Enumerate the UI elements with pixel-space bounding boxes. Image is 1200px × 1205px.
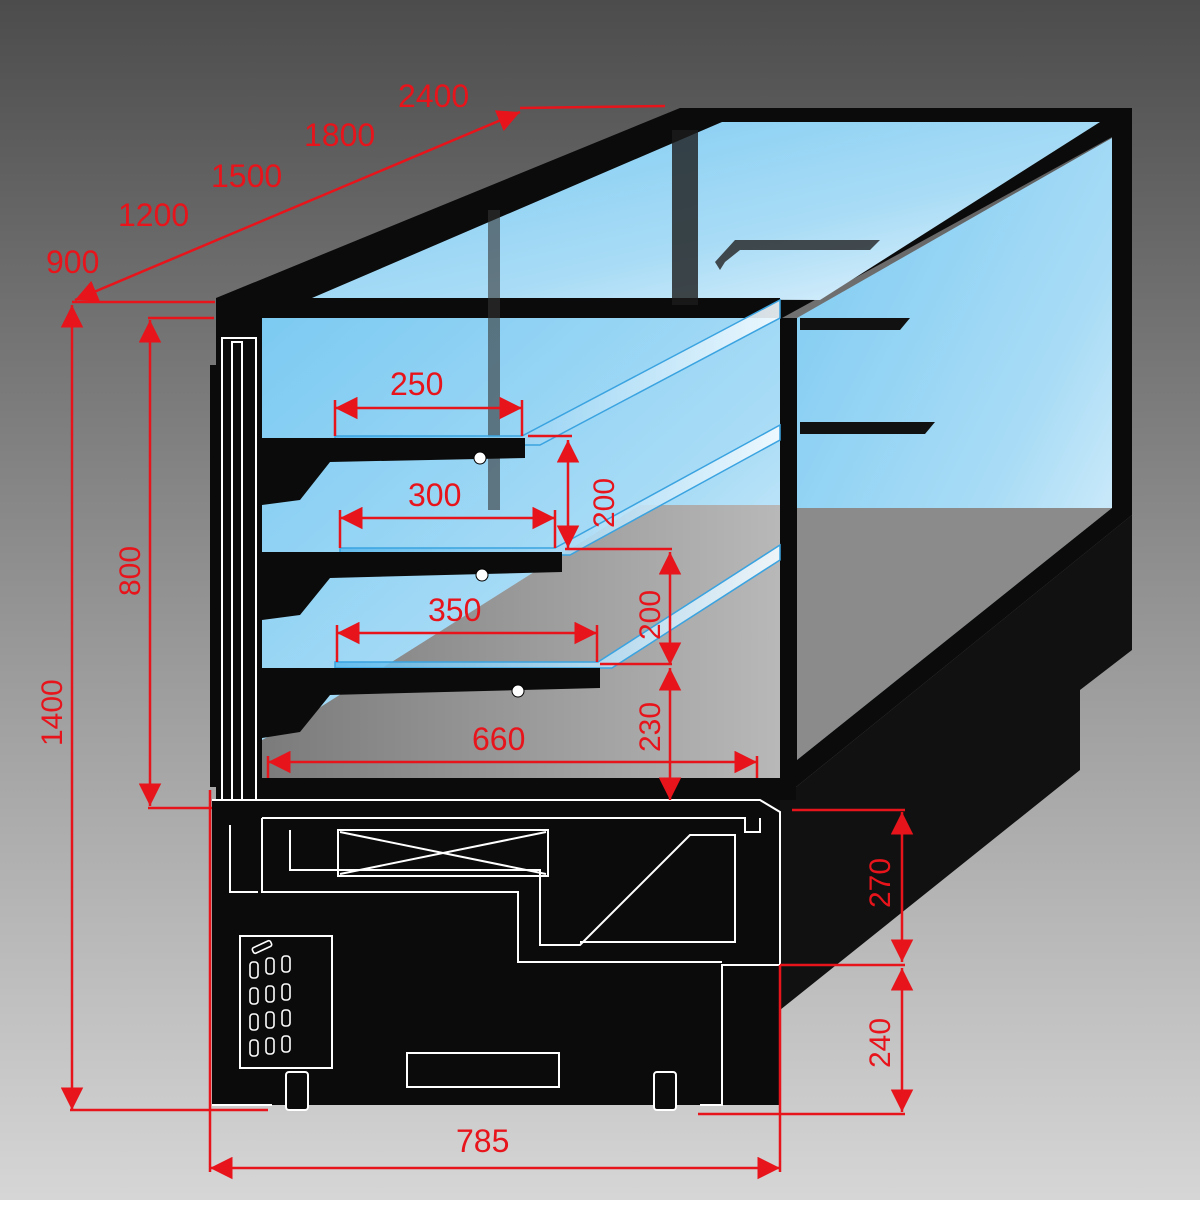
compartment-duct <box>261 818 722 963</box>
inner-depth-label: 660 <box>472 721 525 757</box>
feet <box>285 1071 677 1111</box>
compartment-upper-rim <box>262 817 761 833</box>
right-shelf-support-lower <box>800 422 935 434</box>
spacing-upper-label: 200 <box>588 478 621 528</box>
dimension-labels: 900 1200 1500 1800 2400 250 300 350 660 … <box>36 78 897 1159</box>
left-door-rails <box>210 337 257 809</box>
shelf-depth-top-label: 250 <box>390 366 443 402</box>
total-height-label: 1400 <box>36 679 69 746</box>
shelf-depth-middle-label: 300 <box>408 477 461 513</box>
back-shelf-bracket <box>715 240 880 270</box>
shelf-bracket-middle-knob <box>475 568 489 582</box>
shelf-bracket-middle <box>262 552 562 620</box>
machine-compartment <box>212 799 781 1111</box>
length-ext-top <box>519 104 666 110</box>
compartment-body <box>212 800 780 1105</box>
shelf-bracket-top <box>262 438 525 505</box>
base-lower-label: 240 <box>864 1018 897 1068</box>
display-height-label: 800 <box>114 546 147 596</box>
length-dimension-line <box>74 110 521 302</box>
nameplate <box>406 1052 560 1088</box>
length-label-1800: 1800 <box>304 117 375 153</box>
compartment-left-wall <box>229 825 258 893</box>
shelf-depth-bottom-label: 350 <box>428 592 481 628</box>
shelf-brackets <box>262 438 600 738</box>
bottom-gap-label: 230 <box>634 702 667 752</box>
compartment-inner-channel <box>289 830 736 946</box>
control-panel-vents <box>249 939 291 1057</box>
evaporator-cross-b <box>339 831 547 875</box>
shelf-bracket-bottom-knob <box>511 684 525 698</box>
back-post-right <box>672 130 698 305</box>
shelf-bracket-top-knob <box>473 451 487 465</box>
length-label-900: 900 <box>46 244 99 280</box>
length-label-1200: 1200 <box>118 197 189 233</box>
back-post-left <box>488 210 500 510</box>
base-upper-label: 270 <box>864 858 897 908</box>
length-label-2400: 2400 <box>398 78 469 114</box>
control-panel <box>239 935 333 1069</box>
left-rail-inner <box>221 337 257 809</box>
foot-left <box>285 1071 309 1111</box>
left-rail-outer <box>210 365 220 787</box>
foot-right <box>653 1071 677 1111</box>
right-shelf-support-upper <box>800 318 910 330</box>
evaporator-box <box>337 829 549 877</box>
dimension-lines <box>60 104 914 1180</box>
length-label-1500: 1500 <box>211 158 282 194</box>
base-side-panel <box>780 515 1132 1010</box>
spacing-middle-label: 200 <box>634 590 667 640</box>
total-depth-label: 785 <box>456 1123 509 1159</box>
